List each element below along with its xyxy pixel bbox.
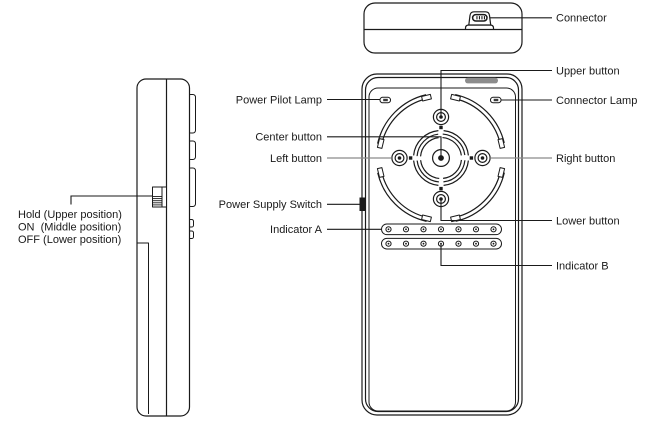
cardinal-mark-bottom	[439, 186, 443, 191]
center-button-leader-line	[327, 136, 442, 158]
indicator-b-leader-line	[440, 243, 552, 267]
indicator-dot-center	[422, 242, 425, 245]
ring-tab	[450, 93, 461, 102]
indicator-dot	[402, 240, 410, 247]
indicator-dot-center	[475, 242, 477, 245]
indicator-dot-center	[440, 228, 442, 231]
indicator-dot-center	[405, 242, 407, 245]
indicator-b-label: Indicator B	[556, 260, 609, 272]
top-view-body	[363, 2, 523, 54]
connector-lamp-label: Connector Lamp	[556, 95, 637, 107]
indicator-dot-center	[387, 242, 390, 245]
indicator-dot-center	[457, 228, 460, 231]
top-view: Connector	[363, 2, 607, 54]
ring-tab	[421, 93, 432, 102]
dpad-ring	[375, 92, 507, 224]
indicator-dot	[455, 240, 462, 247]
indicator-dot	[402, 226, 410, 233]
indicator-dot	[420, 240, 427, 247]
indicator-dot	[490, 226, 497, 233]
indicator-dot	[455, 226, 462, 233]
indicator-dot	[472, 226, 480, 233]
front-view-labels: Upper button Connector Lamp Right button…	[219, 65, 638, 272]
lower-button-leader-line	[440, 199, 552, 222]
ring-tab	[376, 167, 385, 178]
indicator-dot-center	[422, 228, 425, 231]
left-button-label: Left button	[270, 153, 322, 165]
center-button-label: Center button	[255, 132, 322, 144]
indicator-dot-center	[492, 228, 495, 231]
indicator-dot-center	[475, 228, 477, 231]
hold-switch-leader-line	[70, 195, 153, 205]
indicator-dot	[385, 240, 392, 247]
side-view-body	[136, 78, 191, 417]
indicator-dot	[472, 240, 480, 247]
indicator-dot	[385, 226, 392, 233]
power-supply-switch-label: Power Supply Switch	[219, 199, 322, 211]
ring-tab	[497, 138, 506, 149]
cardinal-marks	[408, 125, 474, 191]
connector-label: Connector	[556, 13, 607, 25]
power-supply-switch	[359, 197, 366, 211]
cardinal-mark-right	[469, 156, 474, 160]
indicator-dot-center	[457, 242, 460, 245]
indicator-dot-center	[387, 228, 390, 231]
usb-connector-icon	[464, 11, 495, 30]
indicator-dot	[437, 226, 445, 233]
power-pilot-lamp	[379, 96, 391, 104]
cardinal-mark-top	[439, 125, 443, 130]
side-view-step-line	[137, 242, 149, 414]
ring-tab	[376, 138, 385, 149]
front-body-inner	[368, 87, 516, 412]
indicator-dot	[490, 240, 497, 247]
connector-lamp	[490, 96, 502, 104]
indicator-a-label: Indicator A	[270, 224, 323, 236]
ring-tab	[421, 214, 432, 223]
indicator-dot-center	[492, 242, 495, 245]
upper-button-leader-line	[440, 69, 552, 117]
side-view: Hold (Upper position) ON (Middle positio…	[18, 78, 196, 417]
right-button	[474, 149, 491, 167]
top-slot	[465, 77, 498, 84]
on-position-label: ON (Middle position)	[18, 221, 121, 233]
power-pilot-lamp-label: Power Pilot Lamp	[236, 94, 322, 106]
upper-button-label: Upper button	[556, 65, 620, 77]
left-button	[391, 149, 408, 167]
indicator-a-dots	[385, 226, 497, 233]
indicator-dot	[420, 226, 427, 233]
lower-button-label: Lower button	[556, 215, 620, 227]
hold-position-label: Hold (Upper position)	[18, 209, 122, 221]
leader-lines	[327, 69, 552, 267]
ring-tabs	[376, 93, 506, 223]
hold-switch	[152, 186, 167, 208]
right-button-label: Right button	[556, 153, 615, 165]
cardinal-mark-left	[408, 156, 413, 160]
indicator-dot-center	[405, 228, 407, 231]
usb-pins	[476, 16, 485, 20]
ring-tab	[497, 167, 506, 178]
off-position-label: OFF (Lower position)	[18, 234, 121, 246]
front-view	[359, 73, 523, 416]
